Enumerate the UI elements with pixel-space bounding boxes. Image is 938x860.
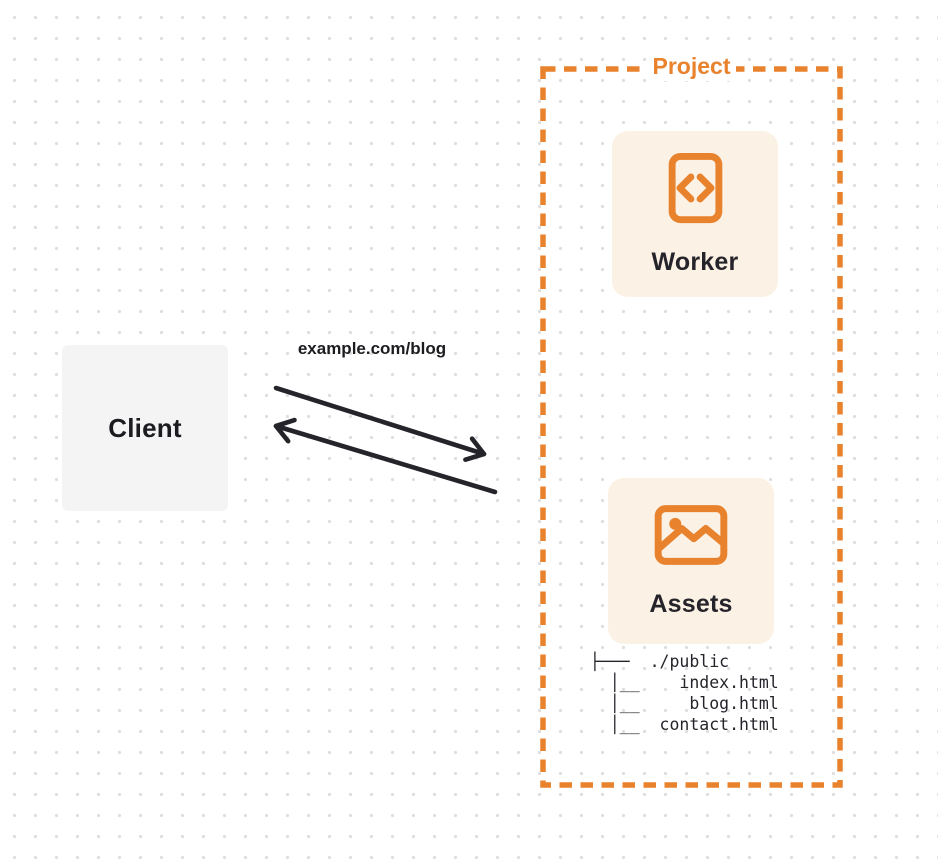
worker-node: Worker bbox=[612, 131, 778, 297]
client-label: Client bbox=[108, 412, 182, 443]
image-icon bbox=[654, 504, 728, 566]
project-label: Project bbox=[646, 51, 737, 81]
worker-label: Worker bbox=[651, 247, 739, 276]
assets-label: Assets bbox=[649, 589, 733, 618]
assets-node: Assets bbox=[608, 478, 774, 644]
project-container: Project Worker Assets bbox=[540, 51, 843, 788]
response-arrow bbox=[273, 417, 498, 495]
request-arrow bbox=[273, 385, 487, 462]
code-icon bbox=[668, 152, 723, 224]
request-url-label: example.com/blog bbox=[297, 339, 447, 358]
assets-file-tree: ├─── ./public │__ index.html │__ blog.ht… bbox=[590, 652, 779, 734]
client-node: Client bbox=[62, 345, 228, 511]
